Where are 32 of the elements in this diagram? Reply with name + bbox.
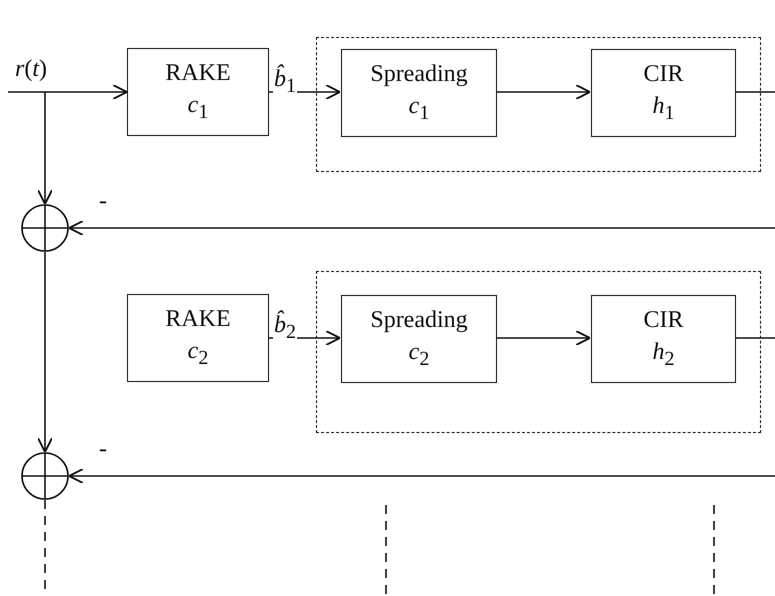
block-title: CIR (643, 60, 684, 89)
process-box (591, 295, 736, 383)
summing-junction (21, 204, 69, 252)
parameter-label: c$_{2}$ (188, 336, 208, 370)
block-title: Spreading (370, 60, 468, 89)
block-title: RAKE (165, 304, 231, 334)
parameter-label: c$_{2}$ (408, 338, 430, 372)
arrow (37, 252, 53, 453)
process-box (341, 295, 497, 383)
process-box (127, 294, 269, 382)
signal-line (735, 337, 775, 339)
parameter-label: c$_{1}$ (188, 90, 208, 124)
arrow (496, 84, 591, 100)
arrow (496, 330, 591, 346)
arrow (37, 92, 53, 205)
block-title: RAKE (165, 58, 231, 88)
process-box (591, 49, 736, 137)
arrow (68, 468, 775, 484)
dashed-group-box (316, 37, 761, 172)
block-title: Spreading (370, 306, 468, 335)
arrow (68, 220, 775, 236)
block-title: CIR (643, 306, 684, 335)
dashed-group-box (316, 271, 761, 433)
process-box (127, 48, 269, 136)
summing-junction (21, 452, 69, 500)
parameter-label: c$_{1}$ (408, 92, 430, 126)
parameter-label: h$_{2}$ (652, 338, 674, 372)
signal-line (735, 91, 775, 93)
signal-label: r(t) (14, 56, 48, 82)
arrow (8, 84, 128, 100)
parameter-label: h$_{1}$ (652, 92, 674, 126)
process-box (341, 49, 497, 137)
